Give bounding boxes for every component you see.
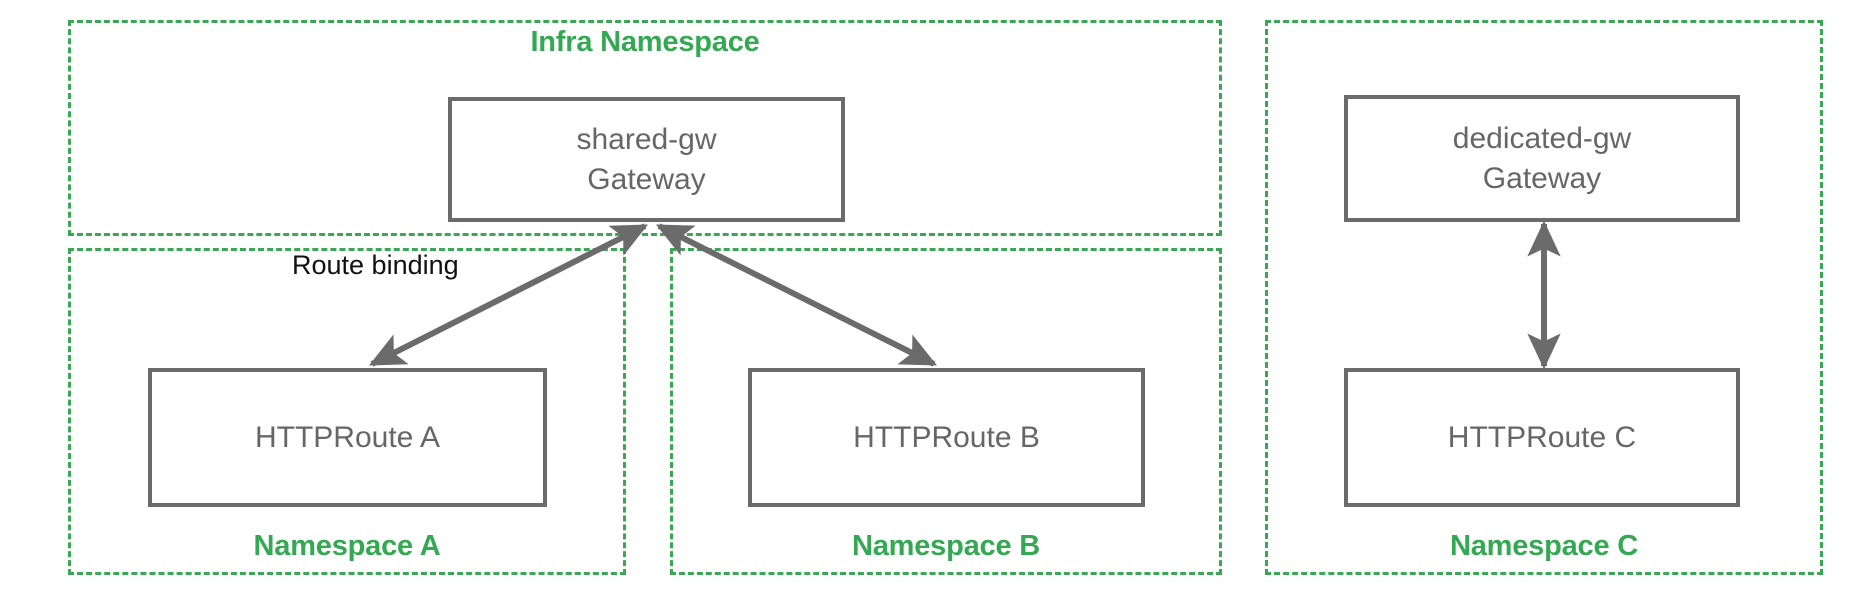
namespace-label-infra: Infra Namespace (530, 26, 760, 58)
resource-name-httproute-c: HTTPRoute C (1447, 420, 1637, 454)
namespace-label-a: Namespace A (253, 530, 441, 562)
resource-box-dedicated-gw[interactable]: dedicated-gw Gateway (1344, 95, 1740, 222)
resource-kind-shared-gw: Gateway (587, 162, 706, 196)
resource-kind-dedicated-gw: Gateway (1482, 161, 1602, 195)
resource-name-httproute-a: HTTPRoute A (254, 420, 441, 454)
namespace-box-c (1265, 20, 1823, 575)
namespace-box-b (670, 248, 1222, 575)
namespace-label-b: Namespace B (851, 530, 1040, 562)
route-binding-annotation: Route binding (292, 250, 459, 280)
resource-name-dedicated-gw: dedicated-gw (1452, 121, 1632, 155)
namespace-label-c: Namespace C (1449, 530, 1638, 562)
resource-name-shared-gw: shared-gw (576, 122, 717, 156)
resource-box-httproute-c[interactable]: HTTPRoute C (1344, 368, 1740, 507)
resource-box-httproute-a[interactable]: HTTPRoute A (148, 368, 547, 507)
namespace-box-a (68, 248, 626, 575)
resource-box-shared-gw[interactable]: shared-gw Gateway (448, 97, 845, 222)
resource-name-httproute-b: HTTPRoute B (853, 420, 1040, 454)
resource-box-httproute-b[interactable]: HTTPRoute B (748, 368, 1145, 507)
